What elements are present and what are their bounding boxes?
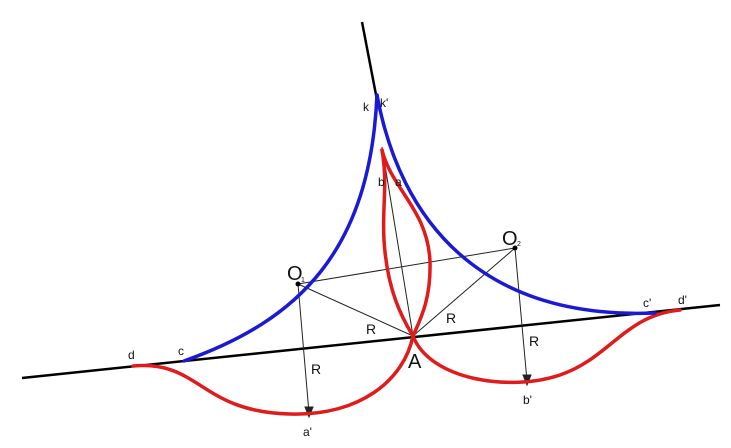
blue-curve-right <box>375 93 657 316</box>
red-curve-right-bottom <box>411 308 682 385</box>
label-o2-sub: 2 <box>517 241 521 248</box>
red-lens-left <box>380 148 415 338</box>
label-r-down-right: R <box>529 333 539 349</box>
label-r-left: R <box>366 321 376 337</box>
label-c-prime: c' <box>643 296 651 310</box>
label-r-down-left: R <box>311 361 321 377</box>
label-A: A <box>408 351 422 373</box>
label-k-prime: k' <box>380 96 388 110</box>
red-curve-left-bottom <box>131 334 415 416</box>
center-o1-point <box>295 281 301 287</box>
line-o1-o2 <box>297 247 516 285</box>
center-o2-point <box>512 245 518 251</box>
label-o1: O <box>287 263 303 285</box>
blue-curve-left <box>182 93 379 363</box>
label-k: k <box>363 100 370 114</box>
label-c: c <box>178 344 184 358</box>
blue-curves <box>182 93 657 363</box>
line-o1-down <box>297 283 310 414</box>
line-a-to-b <box>381 146 414 337</box>
label-a-prime: a' <box>303 425 312 439</box>
label-r-right: R <box>446 310 456 326</box>
red-lens-right <box>380 148 432 338</box>
label-d-prime: d' <box>678 293 687 307</box>
label-d: d <box>128 348 135 362</box>
label-b: b <box>378 175 385 189</box>
radius-o1-a <box>297 283 414 337</box>
label-b-prime: b' <box>523 393 532 407</box>
radius-o2-a <box>412 247 516 337</box>
label-o2: O <box>502 228 518 250</box>
line-o2-down <box>514 247 528 382</box>
construction-lines <box>297 146 532 419</box>
red-curves <box>131 148 682 416</box>
vertical-line <box>360 21 379 101</box>
label-a: a <box>395 175 402 189</box>
label-o1-sub: 1 <box>301 277 305 284</box>
